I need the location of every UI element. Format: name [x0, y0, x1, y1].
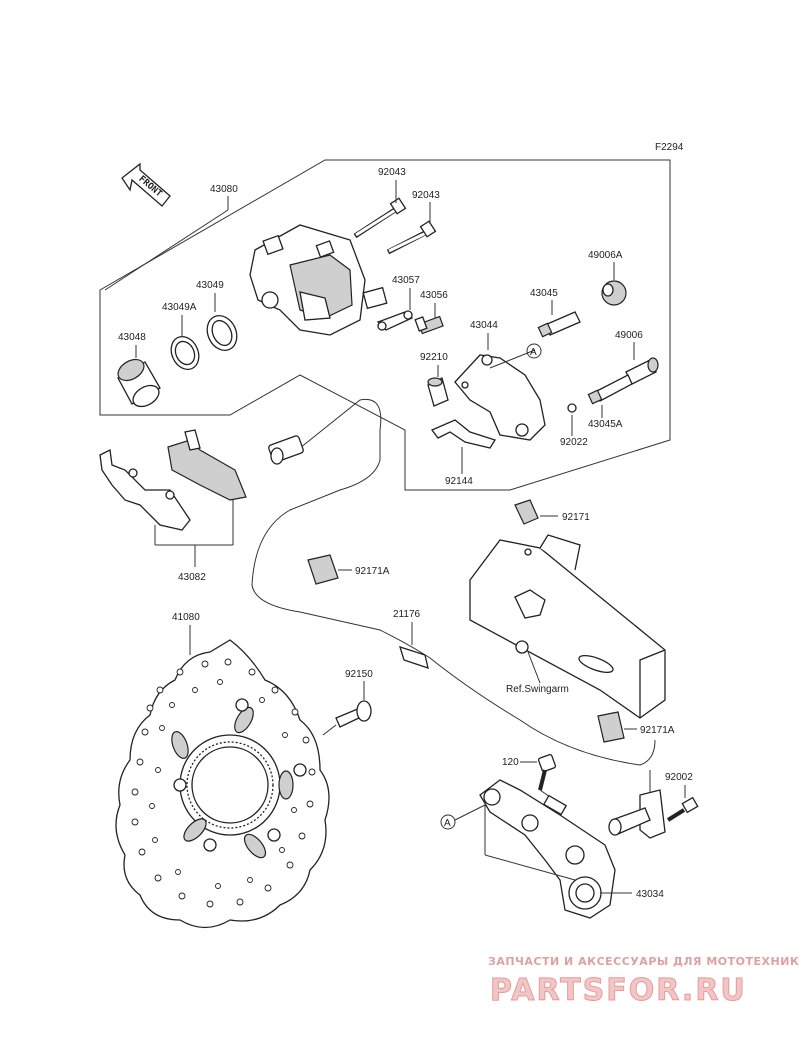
spring-92144 [430, 419, 496, 449]
piston-43048 [117, 358, 161, 408]
abs-sensor-wire-21176 [251, 398, 656, 766]
label-43034: 43034 [636, 889, 664, 900]
watermark-tagline: ЗАПЧАСТИ И АКСЕССУАРЫ ДЛЯ МОТОТЕХНИКИ [488, 955, 800, 968]
sleeve-92210 [427, 377, 449, 407]
bolt-92150 [335, 700, 372, 728]
bolt-92002 [666, 796, 699, 822]
front-arrow-icon: FRONT [121, 162, 171, 207]
label-92171A-2: 92171A [640, 725, 675, 736]
label-43048: 43048 [118, 332, 146, 343]
bolt-92043-lower [386, 220, 437, 255]
ref-marker-a-upper: A [526, 343, 542, 359]
washer-92022 [567, 403, 577, 413]
ref-marker-a-lower: A [440, 814, 456, 830]
bolt-120 [537, 753, 567, 809]
brake-disc-41080 [115, 639, 330, 929]
watermark-logo: PARTSFOR.RU [490, 973, 747, 1008]
label-41080: 41080 [172, 612, 200, 623]
label-43080: 43080 [210, 184, 238, 195]
label-92022: 92022 [560, 437, 588, 448]
label-120: 120 [502, 757, 519, 768]
boot-49006A [601, 280, 627, 306]
label-21176: 21176 [393, 609, 421, 620]
label-43044: 43044 [470, 320, 498, 331]
label-92002: 92002 [665, 772, 693, 783]
label-92171: 92171 [562, 512, 590, 523]
clamp-92171 [514, 499, 539, 525]
label-92043-b: 92043 [412, 190, 440, 201]
caliper-assembly-outline [99, 159, 671, 491]
brake-pad-inner [167, 429, 247, 501]
clamp-92171A-left [307, 554, 339, 585]
label-92150: 92150 [345, 669, 373, 680]
caliper-bracket-43044 [454, 349, 546, 441]
slide-pin-43045A [587, 374, 633, 405]
label-92144: 92144 [445, 476, 473, 487]
boot-49006 [625, 357, 659, 385]
label-49006: 49006 [615, 330, 643, 341]
label-43057: 43057 [392, 275, 420, 286]
label-43049A: 43049A [162, 302, 197, 313]
slide-pin-43045 [537, 311, 581, 338]
abs-sensor [608, 770, 666, 839]
label-92171A-1: 92171A [355, 566, 390, 577]
bolt-92043-upper [353, 197, 407, 239]
caliper-body [249, 224, 388, 336]
label-92043-a: 92043 [378, 167, 406, 178]
brake-pad-outer [99, 449, 191, 531]
swingarm-reference [469, 534, 666, 719]
label-ref-swingarm: Ref.Swingarm [506, 684, 569, 695]
label-49006A: 49006A [588, 250, 623, 261]
label-43049: 43049 [196, 280, 224, 291]
label-43056: 43056 [420, 290, 448, 301]
label-43082: 43082 [178, 572, 206, 583]
svg-text:A: A [444, 818, 451, 829]
clamp-92171A-right [597, 711, 625, 743]
svg-text:A: A [530, 347, 537, 358]
bracket-43057 [376, 310, 414, 331]
label-43045A: 43045A [588, 419, 623, 430]
label-43045: 43045 [530, 288, 558, 299]
diagram-code: F2294 [655, 142, 684, 153]
caliper-bracket-43034 [479, 779, 616, 919]
bleeder-valve-43056 [414, 315, 444, 335]
label-92210: 92210 [420, 352, 448, 363]
